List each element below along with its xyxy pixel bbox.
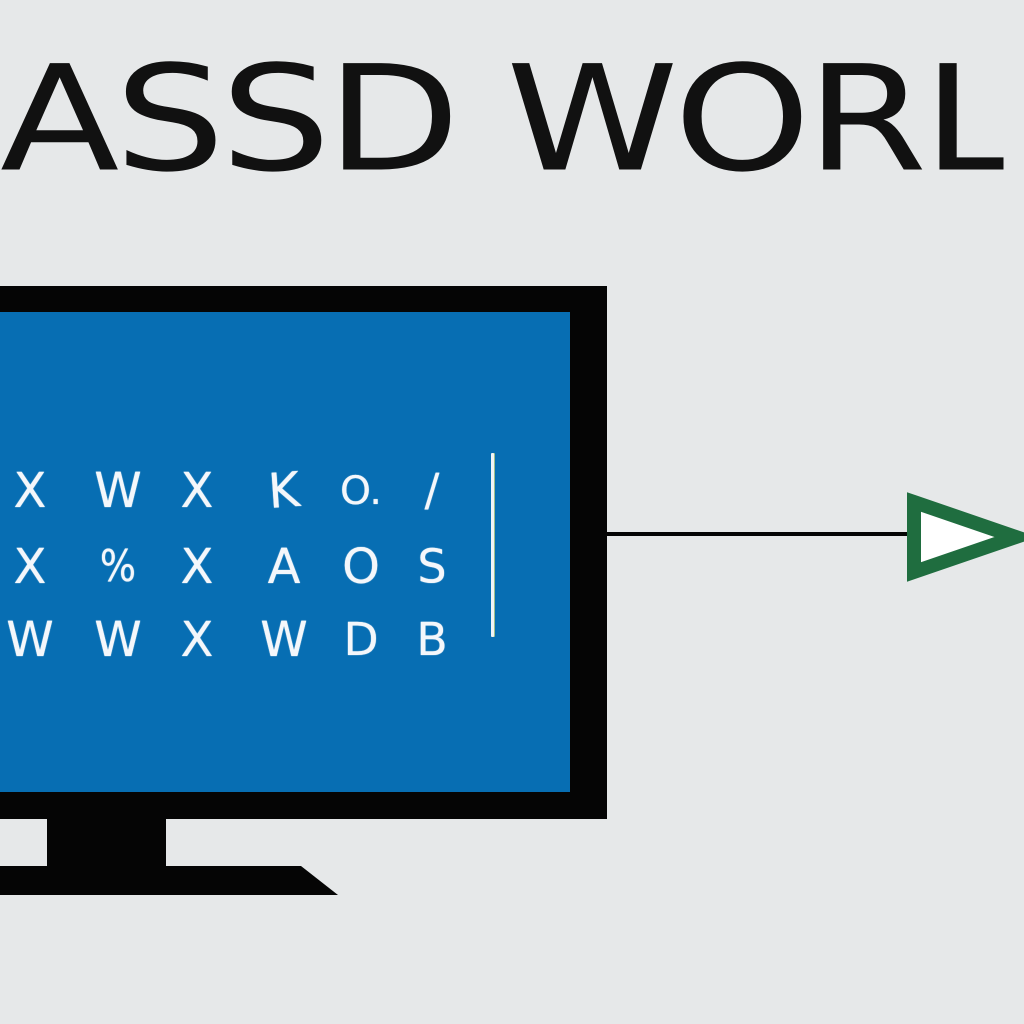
screen-char-r2-c4: D [343, 613, 379, 667]
screen-char-r1-c4: O [342, 539, 380, 595]
triangle-arrow-icon [907, 492, 1024, 582]
screen-char-r2-c5: B [416, 613, 448, 667]
triangle-arrow-shape [907, 492, 1024, 582]
screen-char-r1-c5: S [417, 540, 447, 594]
screen-char-r0-c1: W [94, 463, 142, 519]
page-title: ASSD WORLDSS [0, 58, 1004, 181]
screen-char-r1-c0: X [13, 539, 47, 595]
screen-char-r2-c2: X [180, 612, 214, 668]
screen-char-r1-c3: A [267, 539, 301, 595]
screen-char-r2-c0: W [6, 612, 54, 668]
screen-char-r0-c5: / [424, 465, 440, 517]
monitor-frame: X W X K O. / X % X A O S W W X W D B [0, 286, 607, 819]
screen-char-r1-c2: X [180, 539, 214, 595]
monitor-screen: X W X K O. / X % X A O S W W X W D B [0, 312, 570, 792]
screen-char-r2-c3: W [260, 612, 308, 668]
connector-line [607, 532, 911, 536]
screen-char-r1-c1: % [99, 542, 137, 592]
screen-char-r0-c3: K [266, 461, 302, 521]
screen-character-grid: X W X K O. / X % X A O S W W X W D B [0, 312, 570, 792]
screen-char-r0-c2: X [180, 463, 214, 519]
screen-vertical-bar [491, 453, 494, 637]
monitor-stand-neck [47, 817, 166, 872]
screen-char-r0-c0: X [13, 463, 47, 519]
screen-char-r2-c1: W [94, 612, 142, 668]
screen-char-r0-c4: O. [340, 468, 382, 514]
monitor-stand-base [0, 866, 338, 895]
